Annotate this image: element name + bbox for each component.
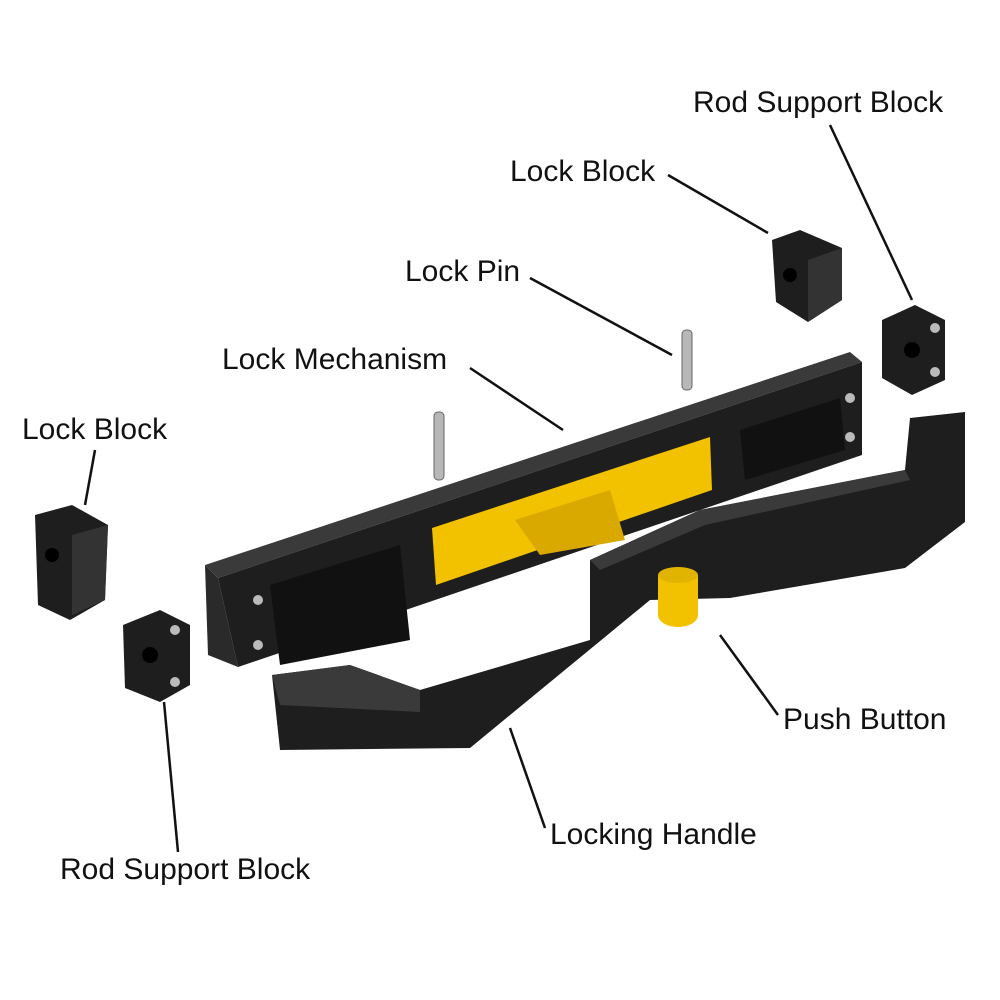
rod-support-block-top [882,305,945,395]
lock-pin-left [433,411,445,481]
label-rod-support-block-bottom: Rod Support Block [60,853,311,886]
leader-lines [83,124,914,853]
label-locking-handle: Locking Handle [550,818,757,851]
leader-rod-support-bottom [162,701,180,853]
locking-handle [272,412,965,750]
leader-lock-pin [529,276,673,357]
push-button [658,567,698,627]
leader-push-button [718,634,780,716]
lock-pin-right [681,329,693,391]
label-lock-pin: Lock Pin [405,255,521,288]
leader-rod-support-top [828,124,914,301]
leader-locking-handle [508,727,547,829]
rod-support-block-bottom [123,610,190,702]
leader-lock-mechanism [469,366,564,432]
label-rod-support-block-top: Rod Support Block [693,86,944,119]
label-lock-block-top: Lock Block [510,155,656,188]
lock-mechanism [205,352,862,667]
lock-block-left [35,505,108,620]
label-lock-mechanism: Lock Mechanism [222,343,448,376]
leader-lock-block-top [667,173,769,235]
lock-block-top [772,230,842,322]
label-push-button: Push Button [783,703,947,736]
label-lock-block-left: Lock Block [22,413,168,446]
leader-lock-block-left [83,449,97,506]
